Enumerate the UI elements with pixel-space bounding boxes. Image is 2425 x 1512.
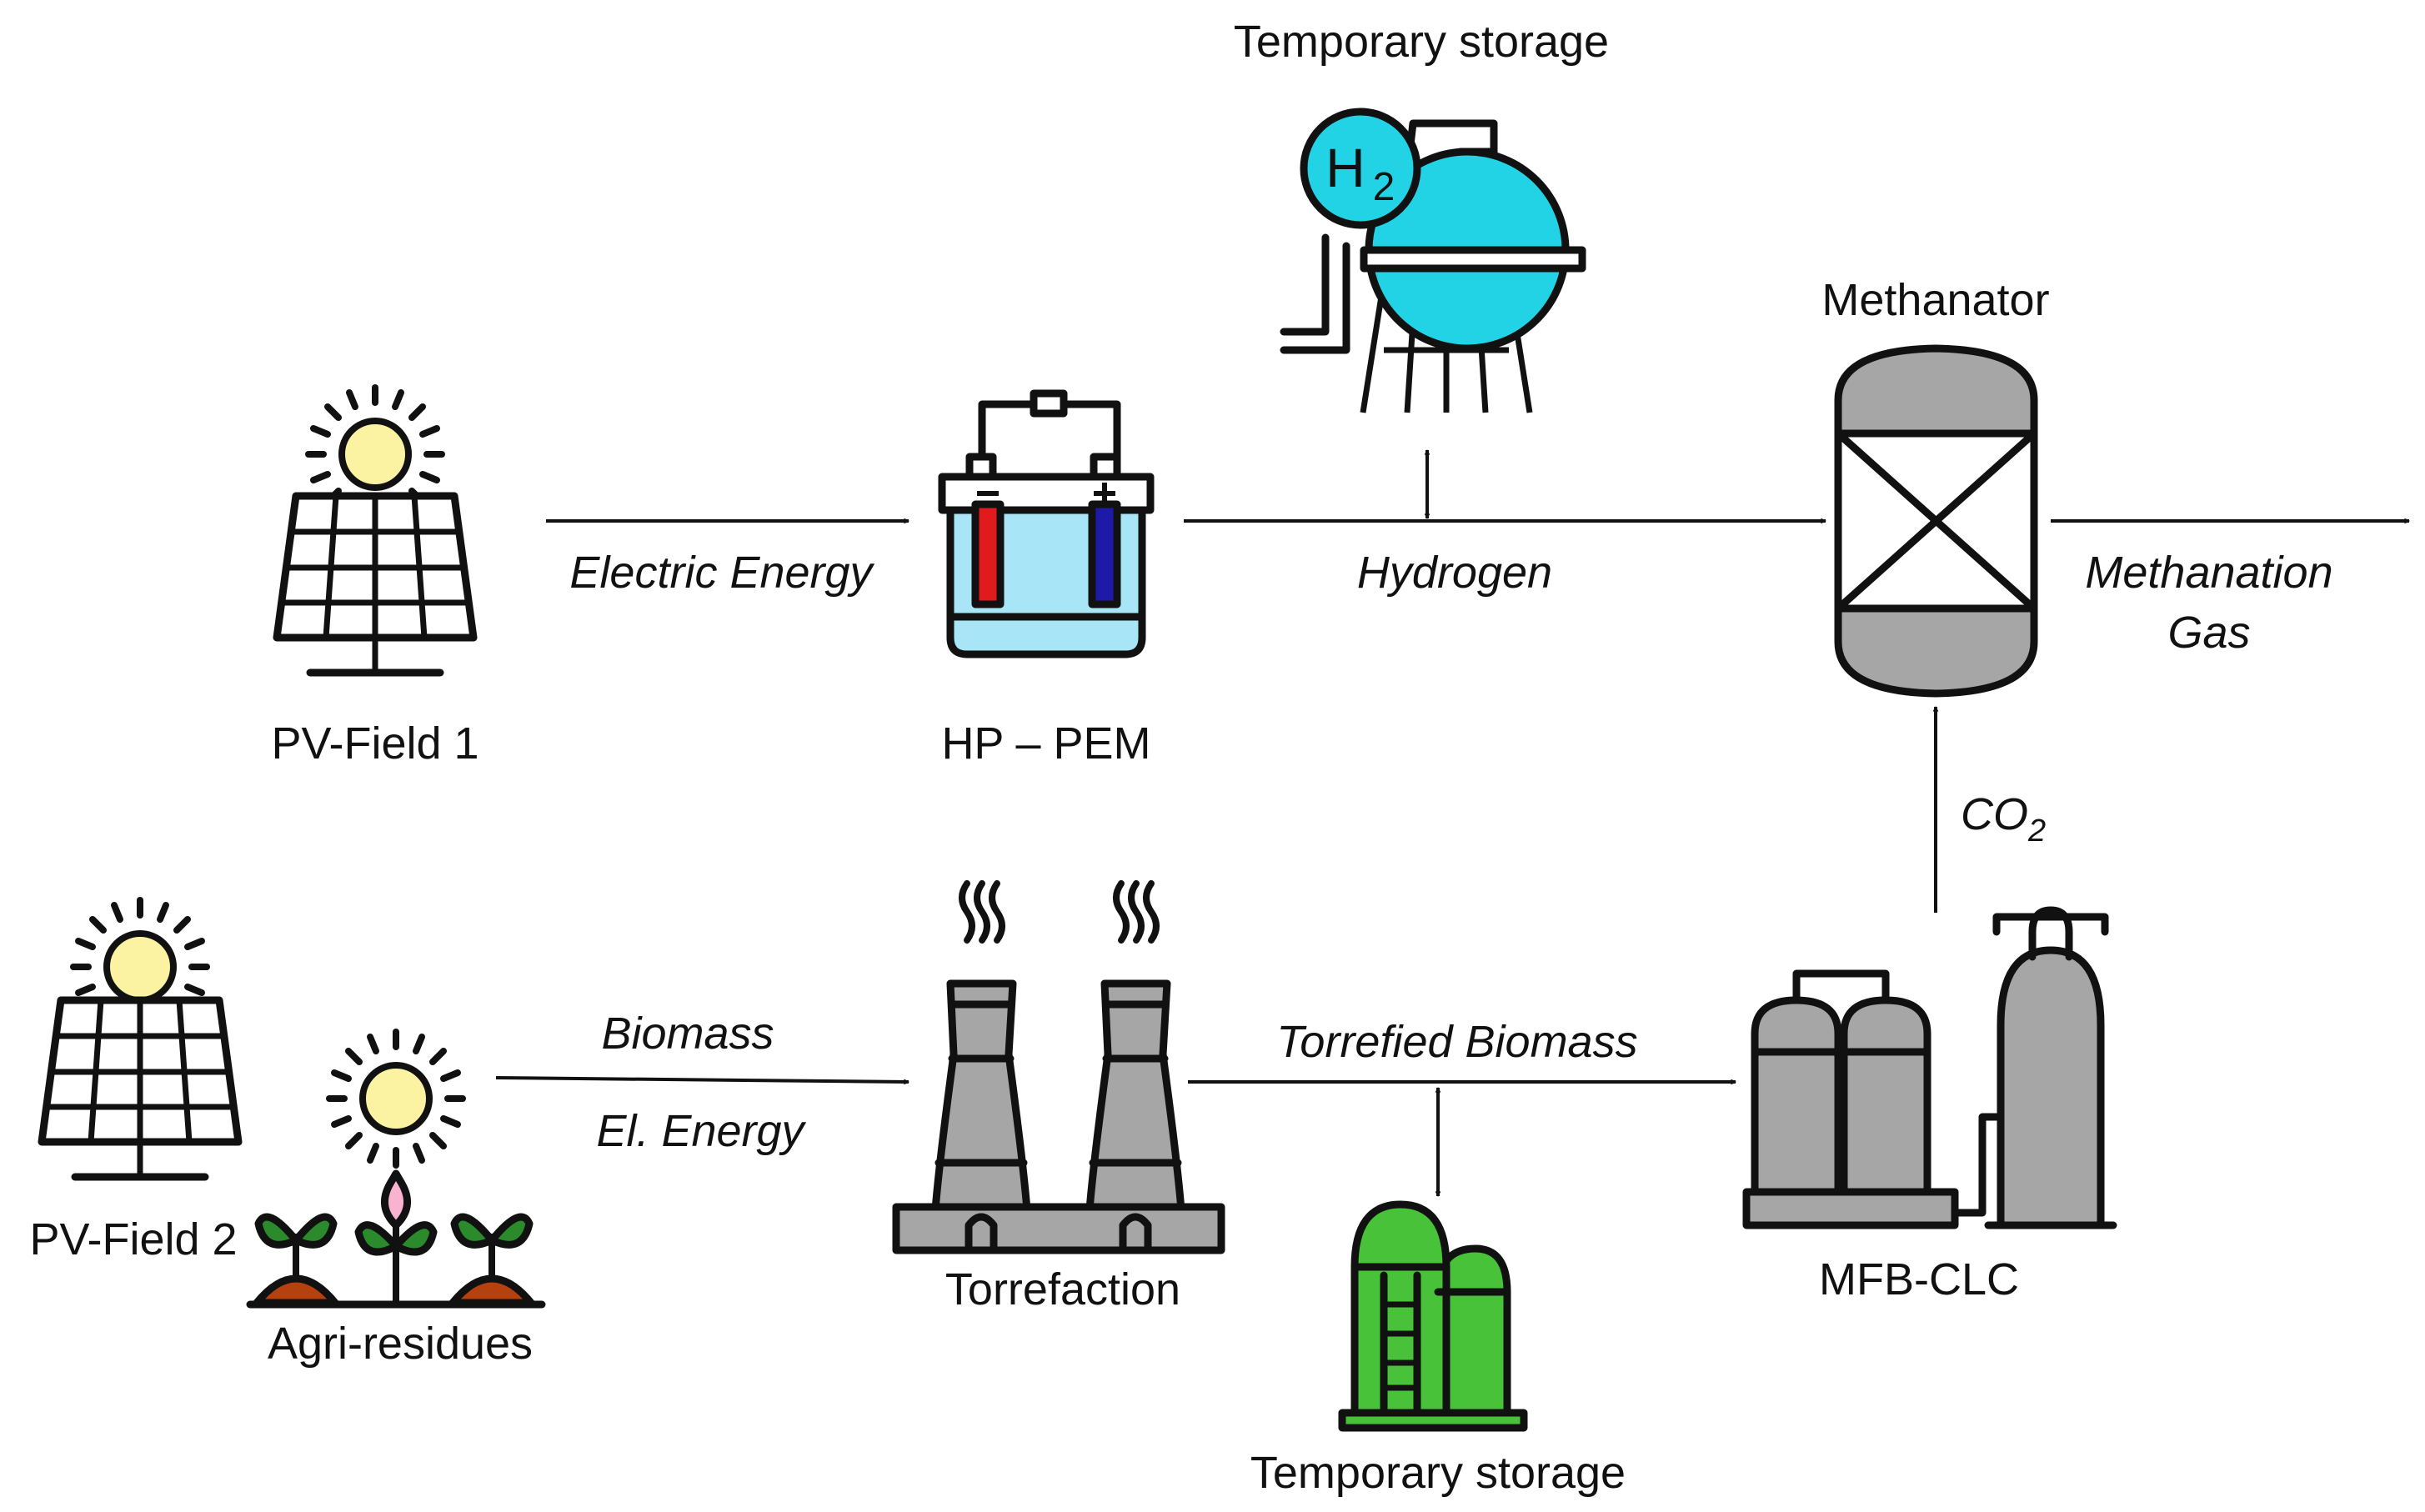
torrefaction-label: Torrefaction (945, 1264, 1180, 1314)
solar-panel-icon (277, 496, 473, 673)
electric-energy-label: Electric Energy (569, 548, 874, 598)
mfb-clc-label: MFB-CLC (1819, 1254, 2019, 1304)
sun-icon (329, 1032, 463, 1165)
electrolyser-icon (938, 389, 1155, 658)
solar-panel-icon (42, 1000, 238, 1177)
co2-label: CO2 (1961, 789, 2046, 849)
h2-symbol: H (1325, 137, 1365, 198)
hydrogen-label: Hydrogen (1357, 548, 1552, 598)
torrefied-biomass-label: Torrefied Biomass (1276, 1017, 1637, 1067)
silo-icon (1338, 1200, 1528, 1432)
hydrogen-storage-node: Temporary storage H 2 (1234, 17, 1609, 413)
methanator-node: Methanator (1821, 275, 2050, 698)
factory-icon (892, 880, 1225, 1254)
methanator-label: Methanator (1821, 275, 2049, 325)
h2-subscript: 2 (1373, 165, 1395, 209)
hydrogen-tank-icon: H 2 (1280, 108, 1586, 413)
plants-icon (246, 1169, 546, 1309)
methanation-gas-label-line1: Methanation (2085, 548, 2332, 598)
pv-field-2-label: PV-Field 2 (29, 1214, 237, 1264)
biomass-storage-label: Temporary storage (1250, 1448, 1626, 1498)
pem-electrolyser-node: HP – PEM (938, 389, 1155, 769)
pv-field-1-node: PV-Field 1 (271, 388, 479, 769)
torrefaction-node: Torrefaction (892, 880, 1225, 1314)
methanation-gas-label-line2: Gas (2167, 608, 2250, 658)
reactor-plant-icon (1742, 906, 2117, 1229)
biomass-storage-node: Temporary storage (1250, 1200, 1626, 1498)
biomass-arrow (495, 1076, 909, 1082)
el-energy-label: El. Energy (596, 1106, 806, 1156)
co2-label-subscript: 2 (2027, 814, 2046, 849)
mfb-clc-node: MFB-CLC (1742, 906, 2117, 1304)
co2-label-base: CO (1961, 789, 2028, 839)
agri-residues-label: Agri-residues (268, 1319, 533, 1369)
pem-label: HP – PEM (941, 718, 1150, 769)
pv-field-1-label: PV-Field 1 (271, 718, 478, 769)
reactor-icon (1834, 344, 2038, 698)
biomass-label: Biomass (601, 1009, 774, 1059)
hydrogen-storage-label: Temporary storage (1234, 17, 1609, 67)
pv-field-2-node: PV-Field 2 (29, 900, 238, 1264)
agri-residues-node: Agri-residues (246, 1032, 546, 1369)
